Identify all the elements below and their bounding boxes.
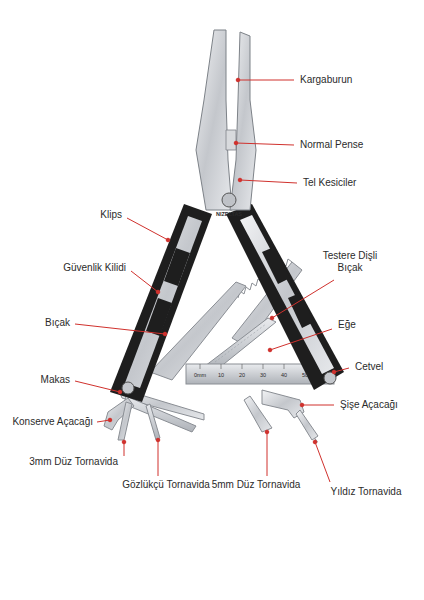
leader-lines: [158, 440, 159, 476]
pliers-head: [196, 30, 232, 210]
leader-lines: [75, 381, 120, 392]
part-label: Gözlükçü Tornavida: [122, 479, 210, 491]
leader-lines: [238, 80, 294, 81]
leader-lines: [240, 180, 297, 183]
part-label: Yıldız Tornavida: [331, 486, 402, 498]
part-label: Konserve Açacağı: [12, 416, 93, 428]
part-label: Kargaburun: [300, 74, 352, 86]
ruler-mark: 20: [239, 372, 245, 379]
ruler-blade: [263, 364, 264, 369]
screwdriver-3mm: [118, 402, 132, 440]
ruler-mark: 40: [281, 372, 287, 379]
left-handle: [146, 298, 172, 336]
left-handle: [125, 216, 202, 388]
ruler-blade: [284, 364, 285, 369]
part-label: Şişe Açacağı: [340, 399, 398, 411]
part-label: Cetvel: [355, 361, 383, 373]
eyeglass-screwdriver: [146, 404, 160, 440]
leader-lines: [313, 440, 317, 444]
brand-mark: NIZELTAS: [216, 211, 242, 218]
leader-lines: [166, 238, 170, 242]
right-handle: [226, 204, 344, 390]
leader-lines: [108, 418, 112, 422]
pliers-head: [222, 193, 236, 207]
left-handle: [110, 204, 212, 402]
part-label: Tel Kesiciler: [303, 177, 356, 189]
file-blade: [215, 324, 266, 362]
phillips-screwdriver: [314, 438, 318, 444]
leader-lines: [272, 280, 334, 318]
leader-lines: [315, 442, 330, 482]
leader-lines: [163, 332, 167, 336]
phillips-screwdriver: [296, 410, 318, 440]
leader-lines: [75, 78, 349, 482]
left-handle: [164, 248, 190, 286]
leader-lines: [270, 316, 274, 320]
right-handle: [288, 293, 314, 328]
part-label: Güvenlik Kilidi: [63, 262, 126, 274]
phillips-screwdriver: [296, 410, 318, 444]
leader-lines: [268, 348, 272, 352]
scissors: [124, 396, 196, 432]
right-handle: [226, 204, 344, 390]
leader-lines: [332, 370, 336, 374]
right-handle: [262, 247, 290, 284]
left-handle: [122, 382, 134, 394]
eyeglass-screwdriver: [146, 404, 160, 440]
leader-lines: [267, 432, 268, 476]
screwdriver-3mm: [118, 402, 132, 440]
leader-lines: [236, 143, 294, 145]
left-handle: [110, 204, 212, 402]
part-label: Klips: [100, 209, 122, 221]
leader-lines: [118, 390, 122, 394]
part-label: Eğe: [338, 319, 356, 331]
pliers-head: [196, 30, 256, 210]
leader-lines: [302, 405, 334, 406]
leader-lines: [265, 430, 269, 434]
leader-lines: [300, 403, 304, 407]
leader-lines: [156, 290, 160, 294]
pliers-head: [226, 130, 236, 150]
screwdriver-5mm: [244, 396, 272, 432]
leader-lines: [236, 78, 240, 82]
leader-lines: [122, 440, 126, 444]
ruler-mark: 10: [218, 372, 224, 379]
leader-lines: [156, 438, 160, 442]
ruler-mark: 0mm: [194, 372, 206, 379]
part-label: 5mm Düz Tornavida: [212, 479, 301, 491]
ruler-mark: 50: [302, 372, 308, 379]
leader-lines: [238, 178, 242, 182]
leader-lines: [127, 218, 168, 240]
part-label: Testere Dişli Bıçak: [310, 250, 390, 274]
ruler-blade: [200, 364, 201, 369]
leader-lines: [334, 368, 349, 372]
leader-lines: [75, 324, 165, 334]
part-label: Bıçak: [45, 317, 70, 329]
ruler-blade: [242, 364, 243, 369]
screwdriver-5mm: [244, 396, 272, 432]
right-handle: [240, 215, 334, 374]
leader-lines: [131, 271, 158, 292]
ruler-blade: [221, 364, 222, 369]
ruler-mark: 30: [260, 372, 266, 379]
part-label: Normal Pense: [300, 139, 363, 151]
part-label: Makas: [41, 374, 70, 386]
leader-lines: [270, 329, 332, 350]
pliers-head: [230, 32, 256, 210]
leader-lines: [234, 141, 238, 145]
part-label: 3mm Düz Tornavida: [29, 456, 118, 468]
